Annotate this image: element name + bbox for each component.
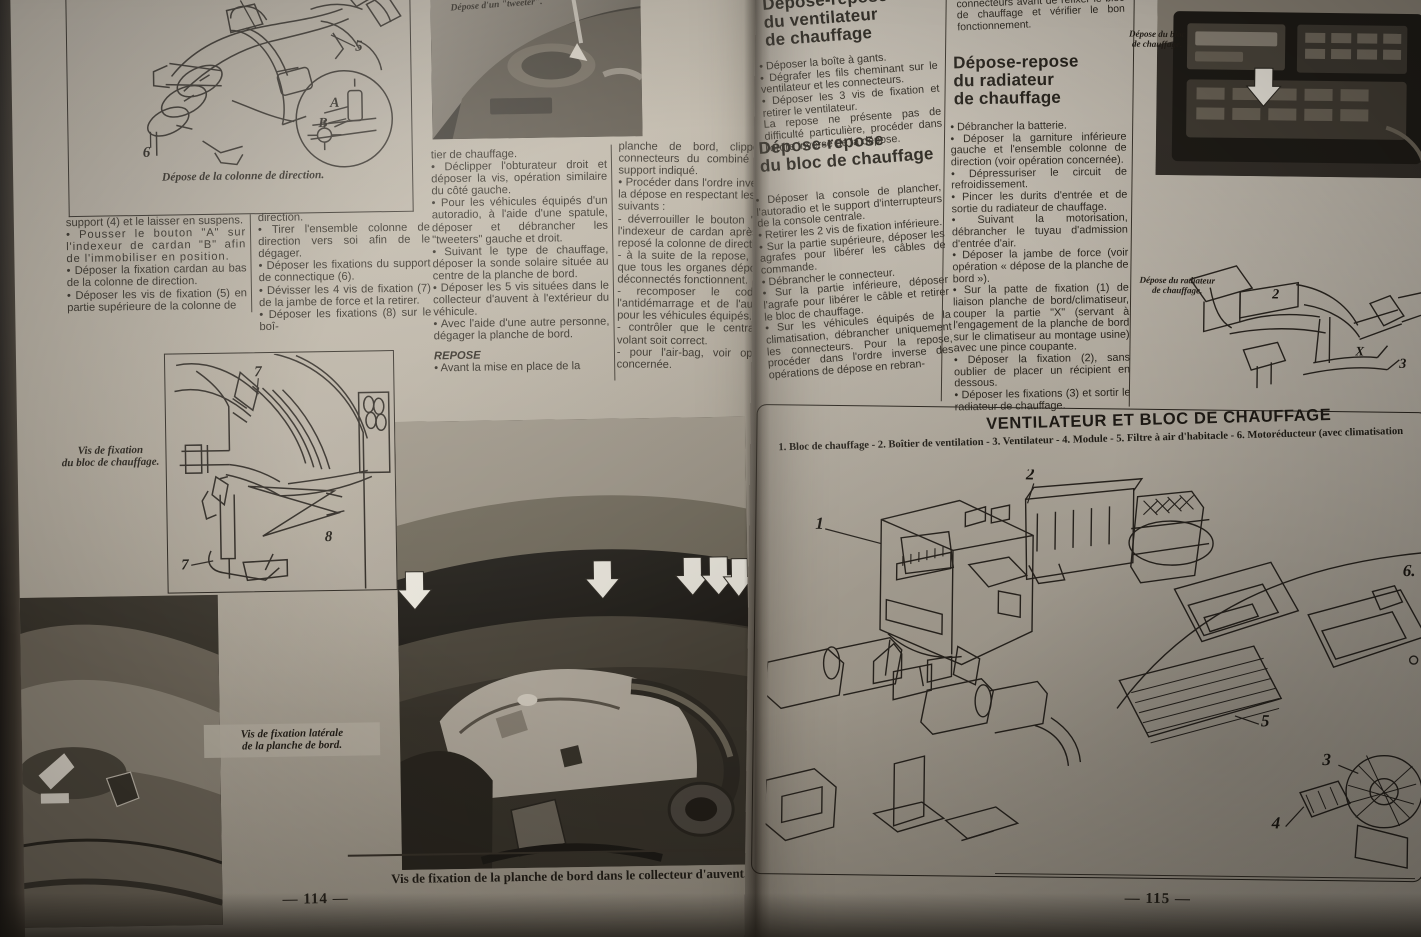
right-page-number: — 115 — [1124,890,1192,908]
exploded-figure-drawing: 1 2 3 4 5 6. [765,466,1421,874]
col1-p3: • Déposer les vis de fixation (5) en par… [66,286,248,314]
svg-text:3: 3 [1398,357,1406,372]
text-radiateur-body: • Débrancher la batterie. • Déposer la g… [950,120,1131,414]
photo-tweeter-removal [429,0,643,140]
svg-text:6: 6 [143,145,151,161]
photo-engine-bay [395,416,753,870]
heading-radiateur: Dépose-repose du radiateur de chauffage [953,51,1079,109]
figure-dash-strut-drawing: 7 7 8 [166,352,396,592]
svg-text:4: 4 [1271,813,1281,832]
text-continuation-ventilateur: chant impérativement les connecteurs ava… [956,0,1126,33]
svg-text:7: 7 [181,557,189,573]
column-divider-2 [610,144,616,381]
col3-p1: • Déclipper l'obturateur droit et dépose… [430,158,608,198]
text-column-3: tier de chauffage. • Déclipper l'obturat… [431,147,611,374]
caption-heater-radiator: Dépose du radiateur de chauffage. [1139,274,1216,296]
bloc-p5: • Sur les véhicules équipés de la climat… [764,308,954,382]
svg-text:1: 1 [815,514,824,533]
svg-text:3: 3 [1321,750,1331,769]
figure-steering-column-drawing: 5 5 6 A B [70,0,408,178]
col3-p2: • Pour les véhicules équipés d'un autora… [431,195,609,247]
caption-heater-block-screw: Vis de fixation du bloc de chauffage. [61,443,160,470]
col1-p1: • Pousser le bouton "A" sur l'indexeur d… [65,226,247,266]
svg-text:5: 5 [1261,711,1270,730]
svg-text:5: 5 [355,38,363,54]
rad-p5: • Déposer la jambe de force (voir opérat… [952,246,1129,285]
col2-p3: • Dévisser les 4 vis de fixation (7) de … [258,281,432,309]
photo-door-sill [10,594,223,929]
col1-p2: • Déposer la fixation cardan au bas de l… [66,262,247,290]
left-page-number: — 114 — [282,890,349,908]
figure-radiator-drawing: 2 3 X [1183,261,1421,402]
text-column-1: support (4) et le laisser en suspens. • … [66,214,247,314]
col3-p4: • Déposer les 5 vis situées dans le coll… [432,279,610,319]
svg-text:7: 7 [254,364,262,380]
column-divider-1 [249,214,253,313]
col2-p1: • Tirer l'ensemble colonne de direction … [257,221,431,261]
rad-p6: • Sur la patte de fixation (1) de liaiso… [952,281,1130,355]
svg-text:A: A [329,96,340,111]
svg-text:X: X [1354,343,1364,358]
svg-text:6.: 6. [1403,561,1416,580]
text-column-2: direction. • Tirer l'ensemble colonne de… [258,209,432,333]
rad-p7: • Déposer la fixation (2), sans oublier … [953,351,1131,390]
col2-p2: • Déposer les fixations du support de co… [258,257,431,285]
svg-text:2: 2 [1025,466,1035,483]
col3-p3: • Suivant le type de chauffage, déposer … [432,243,609,283]
svg-text:8: 8 [325,529,333,545]
left-page: 5 5 6 A B Dépose de la colonne de direct… [10,0,786,937]
caption-heater-block: Dépose du bloc de chauffage. [1128,28,1186,50]
rad-p1: • Déposer la garniture inférieure gauche… [950,130,1127,169]
col3-p5: • Avec l'aide d'une autre personne, déga… [433,315,610,343]
col3-after-sub: • Avant la mise en place de la [434,359,581,374]
svg-text:B: B [317,116,328,131]
text-bloc-chauffage-body: • Déposer la console de plancher, l'auto… [755,181,954,382]
svg-text:2: 2 [1271,287,1279,302]
photo-heater-block-dash [1155,0,1421,179]
right-page: Dépose-repose du ventilateur de chauffag… [743,0,1421,937]
heading-ventilateur: Dépose-repose du ventilateur de chauffag… [762,0,888,50]
caption-dash-lateral-screw: Vis de fixation latérale de la planche d… [203,722,381,758]
rad-p4: • Suivant la motorisation, débrancher le… [951,211,1129,250]
col2-p4: • Déposer les fixations (8) sur le boî- [259,306,432,333]
cont-p: chant impérativement les connecteurs ava… [956,0,1126,34]
